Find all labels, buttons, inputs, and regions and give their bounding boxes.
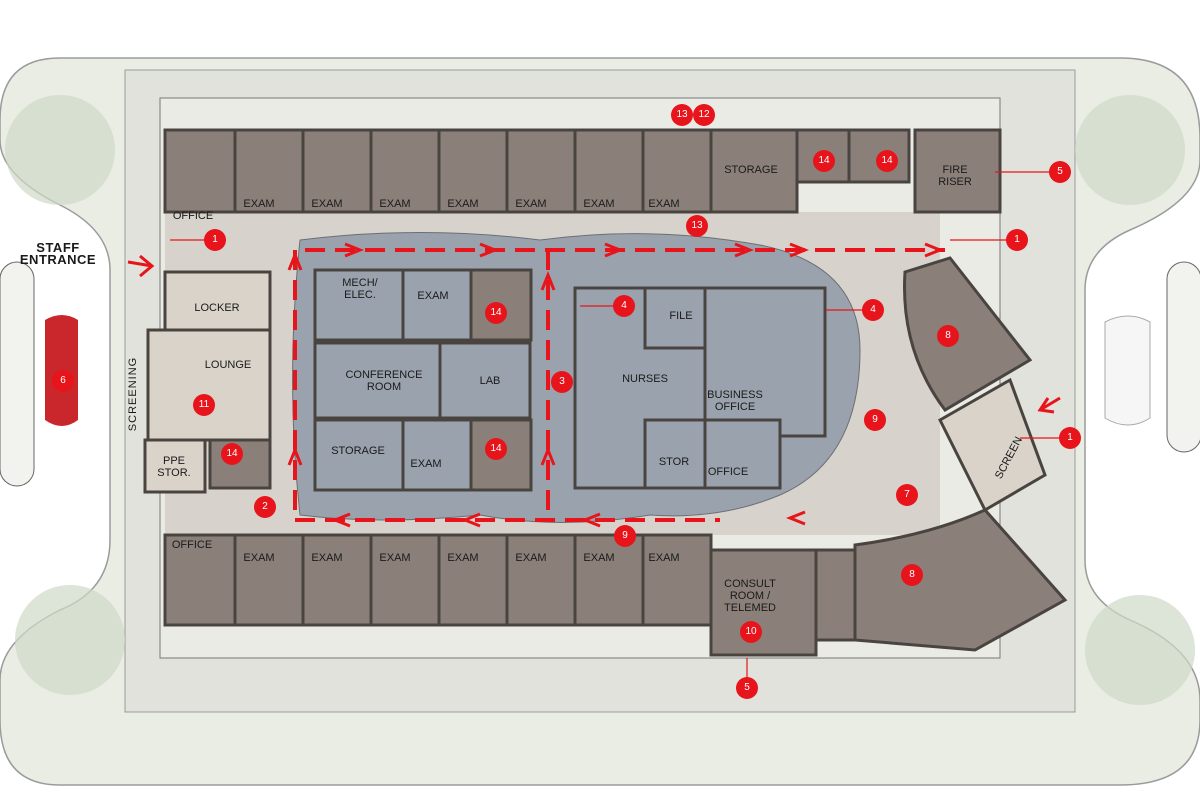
tag-6: 6 bbox=[52, 370, 74, 392]
tag-14-core-top: 14 bbox=[485, 302, 507, 324]
file-label: FILE bbox=[669, 310, 693, 322]
tree bbox=[5, 95, 115, 205]
exam-label-t1: EXAM bbox=[243, 198, 275, 210]
tag-1-east-door: 1 bbox=[1006, 229, 1028, 251]
tag-10: 10 bbox=[740, 621, 762, 643]
office-label-top: OFFICE bbox=[172, 210, 214, 222]
exam-label-t5: EXAM bbox=[515, 198, 547, 210]
tree bbox=[1085, 595, 1195, 705]
tag-4-nurses: 4 bbox=[613, 295, 635, 317]
tag-14-restroom-2: 14 bbox=[876, 150, 898, 172]
tag-3: 3 bbox=[551, 371, 573, 393]
storage-label-core: STORAGE bbox=[331, 445, 385, 457]
exam-label-t3: EXAM bbox=[379, 198, 411, 210]
tag-14-core-bottom: 14 bbox=[485, 438, 507, 460]
storage-label-top: STORAGE bbox=[724, 164, 778, 176]
tag-2: 2 bbox=[254, 496, 276, 518]
waiting-south bbox=[853, 508, 1068, 652]
exam-label-b3: EXAM bbox=[379, 552, 411, 564]
tag-11: 11 bbox=[193, 394, 215, 416]
route-arrows bbox=[127, 242, 1061, 528]
exam-label-t2: EXAM bbox=[311, 198, 343, 210]
tree bbox=[1075, 95, 1185, 205]
screen-booth bbox=[938, 377, 1047, 513]
tree bbox=[15, 585, 125, 695]
mech-elec-label: MECH/ ELEC. bbox=[342, 277, 378, 301]
exam-label-t7: EXAM bbox=[648, 198, 680, 210]
exam-label-b1: EXAM bbox=[243, 552, 275, 564]
bottom-rooms bbox=[163, 533, 863, 657]
tag-8-north: 8 bbox=[937, 325, 959, 347]
screening-label: SCREENING bbox=[127, 356, 139, 432]
fire-riser-label: FIRE RISER bbox=[938, 164, 972, 188]
tag-14-restroom-1: 14 bbox=[813, 150, 835, 172]
tag-8-south: 8 bbox=[901, 564, 923, 586]
tag-5-fire-riser: 5 bbox=[1049, 161, 1071, 183]
exam-label-b5: EXAM bbox=[515, 552, 547, 564]
waiting-north bbox=[903, 256, 1033, 412]
exam-label-b4: EXAM bbox=[447, 552, 479, 564]
tag-5-consult: 5 bbox=[736, 677, 758, 699]
tag-1-staff-entrance: 1 bbox=[204, 229, 226, 251]
tag-13-top: 13 bbox=[671, 104, 693, 126]
tag-1-patient-entry: 1 bbox=[1059, 427, 1081, 449]
exam-label-t6: EXAM bbox=[583, 198, 615, 210]
tag-12: 12 bbox=[693, 104, 715, 126]
tag-14-lounge: 14 bbox=[221, 443, 243, 465]
top-rooms bbox=[163, 128, 1002, 214]
tag-4-business: 4 bbox=[862, 299, 884, 321]
tag-9-east: 9 bbox=[864, 409, 886, 431]
lounge-label: LOUNGE bbox=[204, 359, 252, 371]
stor-label: STOR bbox=[658, 456, 690, 468]
business-office-label: BUSINESS OFFICE bbox=[707, 389, 763, 413]
office-label-core: OFFICE bbox=[707, 466, 749, 478]
car-white bbox=[1104, 315, 1151, 426]
ppe-storage-label: PPE STOR. bbox=[157, 455, 191, 479]
office-label-bottom: OFFICE bbox=[171, 539, 213, 551]
exam-label-t4: EXAM bbox=[447, 198, 479, 210]
exam-label-core1: EXAM bbox=[417, 290, 449, 302]
exam-label-b7: EXAM bbox=[648, 552, 680, 564]
circulation-route bbox=[293, 248, 945, 522]
nurses-label: NURSES bbox=[622, 373, 668, 385]
core-rooms bbox=[313, 268, 827, 492]
parking-left bbox=[0, 261, 35, 487]
consult-room-label: CONSULT ROOM / TELEMED bbox=[724, 578, 776, 614]
parking-right bbox=[1166, 261, 1200, 453]
locker-label: LOCKER bbox=[194, 302, 240, 314]
tag-13-bottom: 13 bbox=[686, 215, 708, 237]
exam-label-b2: EXAM bbox=[311, 552, 343, 564]
exam-label-b6: EXAM bbox=[583, 552, 615, 564]
conference-room-label: CONFERENCE ROOM bbox=[345, 369, 423, 393]
exam-label-core2: EXAM bbox=[410, 458, 442, 470]
tag-9-south: 9 bbox=[614, 525, 636, 547]
lab-label: LAB bbox=[479, 375, 501, 387]
staff-entrance-label: STAFF ENTRANCE bbox=[19, 240, 97, 267]
tag-7: 7 bbox=[896, 484, 918, 506]
